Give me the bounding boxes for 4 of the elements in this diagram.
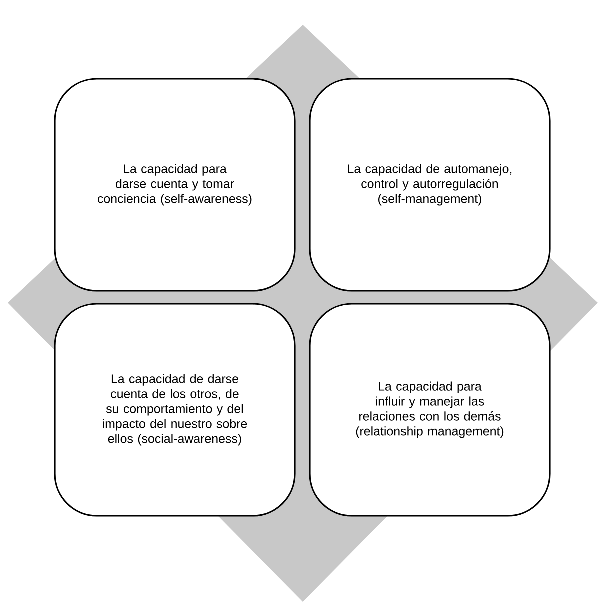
- text-box: La capacidad de darse cuenta de los otros, de su comportamiento y del impacto del nuestro sobre ellos (social-awareness): [54, 303, 296, 517]
- text-box: La capacidad de automanejo, control y autorregulación (self-management): [309, 78, 551, 292]
- text-box: La capacidad para darse cuenta y tomar conciencia (self-awareness): [54, 78, 296, 292]
- text-box: La capacidad para influir y manejar las relaciones con los demás (relationship management): [309, 303, 551, 517]
